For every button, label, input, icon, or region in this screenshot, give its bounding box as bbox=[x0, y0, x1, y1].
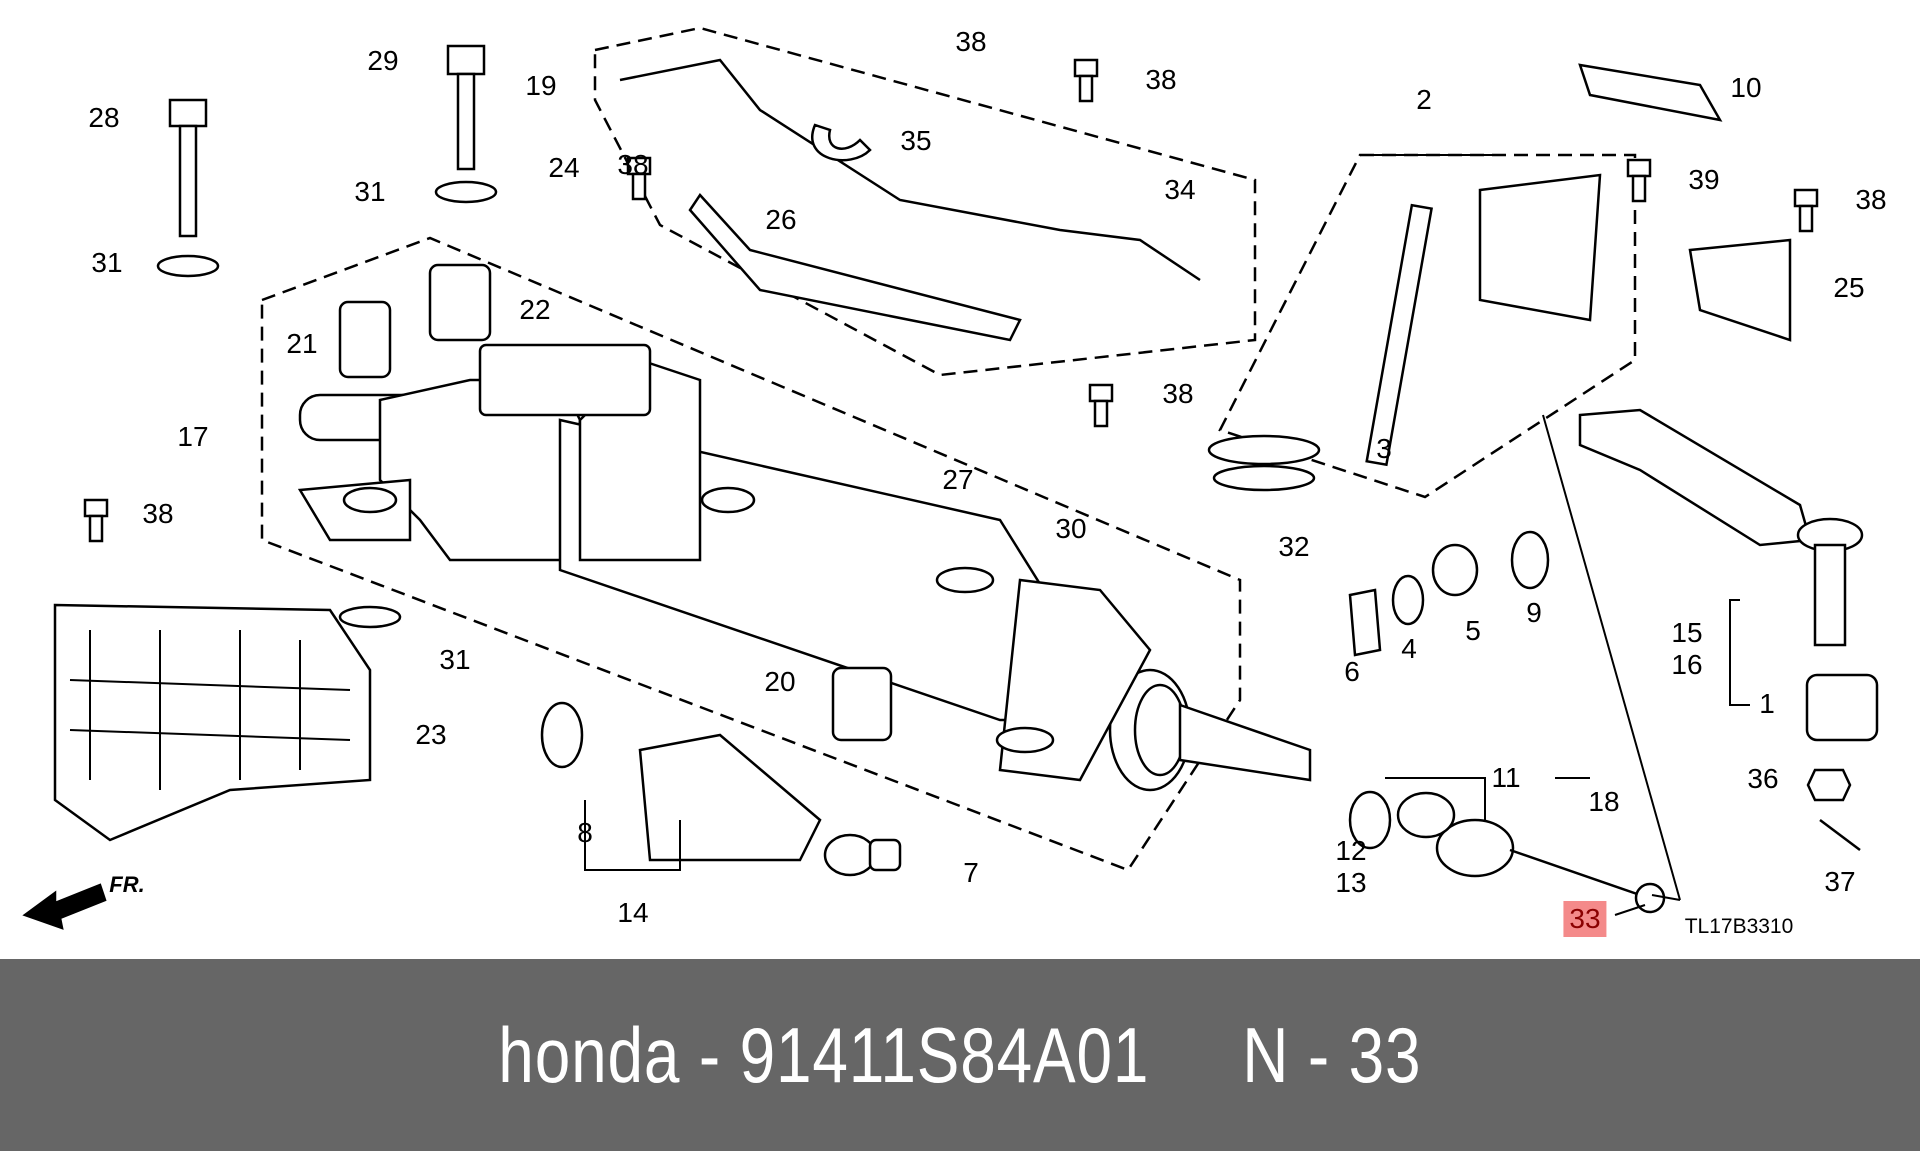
callout-36[interactable]: 36 bbox=[1747, 763, 1779, 794]
callout-5[interactable]: 5 bbox=[1465, 615, 1481, 646]
callout-31[interactable]: 31 bbox=[91, 247, 123, 278]
callout-38[interactable]: 38 bbox=[142, 498, 174, 529]
callout-11[interactable]: 11 bbox=[1491, 762, 1521, 793]
callout-3[interactable]: 3 bbox=[1376, 433, 1392, 464]
callout-38[interactable]: 38 bbox=[1855, 184, 1887, 215]
callout-37[interactable]: 37 bbox=[1824, 866, 1856, 897]
callout-18[interactable]: 18 bbox=[1588, 786, 1620, 817]
part-number-title: honda - 91411S84A01 N - 33 bbox=[498, 1010, 1422, 1099]
callout-28[interactable]: 28 bbox=[88, 102, 120, 133]
callout-4[interactable]: 4 bbox=[1401, 633, 1417, 664]
front-arrow-icon bbox=[22, 883, 107, 930]
parts-illustration bbox=[22, 26, 1879, 930]
callout-24[interactable]: 24 bbox=[548, 152, 580, 183]
heat-shield-ribs bbox=[69, 630, 351, 790]
highlighted-callout-33[interactable]: 33 bbox=[1563, 901, 1607, 937]
callout-32[interactable]: 32 bbox=[1278, 531, 1310, 562]
bracket-26 bbox=[688, 192, 1022, 342]
callout-38[interactable]: 38 bbox=[955, 26, 987, 57]
callout-12[interactable]: 12 bbox=[1335, 835, 1367, 866]
callout-38[interactable]: 38 bbox=[1162, 378, 1194, 409]
heat-shield bbox=[53, 603, 372, 842]
callout-31[interactable]: 31 bbox=[439, 644, 471, 675]
callout-7[interactable]: 7 bbox=[963, 857, 979, 888]
wire-harness bbox=[619, 58, 1201, 282]
callout-35[interactable]: 35 bbox=[900, 125, 932, 156]
callout-14[interactable]: 14 bbox=[617, 897, 649, 928]
callout-38[interactable]: 38 bbox=[617, 149, 649, 180]
callout-10[interactable]: 10 bbox=[1730, 72, 1762, 103]
callout-20[interactable]: 20 bbox=[764, 666, 796, 697]
front-direction-label: FR. bbox=[109, 872, 145, 897]
pinion-assembly bbox=[1207, 63, 1792, 492]
callout-27[interactable]: 27 bbox=[942, 464, 974, 495]
callout-21[interactable]: 21 bbox=[286, 328, 318, 359]
callout-38[interactable]: 38 bbox=[1145, 64, 1177, 95]
callout-9[interactable]: 9 bbox=[1526, 597, 1542, 628]
callout-30[interactable]: 30 bbox=[1055, 513, 1087, 544]
rack-boot bbox=[540, 701, 902, 877]
callout-39[interactable]: 39 bbox=[1688, 164, 1720, 195]
callout-22[interactable]: 22 bbox=[519, 294, 551, 325]
callout-16[interactable]: 16 bbox=[1671, 649, 1703, 680]
callout-8[interactable]: 8 bbox=[577, 817, 593, 848]
callout-13[interactable]: 13 bbox=[1335, 867, 1367, 898]
callout-19[interactable]: 19 bbox=[525, 70, 557, 101]
leader-lines bbox=[584, 154, 1750, 916]
group-outlines bbox=[260, 26, 1637, 872]
callout-1[interactable]: 1 bbox=[1759, 688, 1775, 719]
callout-31[interactable]: 31 bbox=[354, 176, 386, 207]
steering-rack bbox=[297, 343, 1312, 792]
callout-34[interactable]: 34 bbox=[1164, 174, 1196, 205]
callout-26[interactable]: 26 bbox=[765, 204, 797, 235]
callout-29[interactable]: 29 bbox=[367, 45, 399, 76]
callout-15[interactable]: 15 bbox=[1671, 617, 1703, 648]
callout-6[interactable]: 6 bbox=[1344, 656, 1360, 687]
clamp-35 bbox=[811, 123, 872, 162]
tie-rod-parts bbox=[1348, 408, 1864, 914]
bolts bbox=[83, 44, 1819, 629]
part-banner: honda - 91411S84A01 N - 33 bbox=[0, 959, 1920, 1151]
diagram-code: TL17B3310 bbox=[1684, 915, 1794, 938]
callout-23[interactable]: 23 bbox=[415, 719, 447, 750]
callout-2[interactable]: 2 bbox=[1416, 84, 1432, 115]
callout-17[interactable]: 17 bbox=[177, 421, 209, 452]
bushings bbox=[338, 263, 1879, 742]
callout-25[interactable]: 25 bbox=[1833, 272, 1865, 303]
